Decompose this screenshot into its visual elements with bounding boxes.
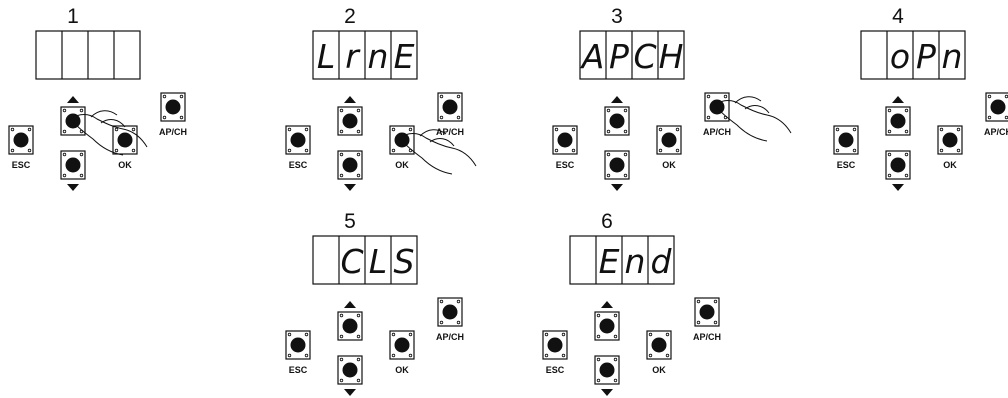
apch-label: AP/CH	[436, 127, 464, 137]
up-arrow-icon	[601, 301, 613, 308]
display	[35, 30, 141, 80]
ok-button[interactable]	[937, 125, 963, 155]
ok-label: OK	[943, 160, 957, 170]
down-arrow-icon	[611, 184, 623, 191]
down-button[interactable]	[60, 150, 86, 180]
display-digit-3: n	[625, 242, 646, 281]
esc-button[interactable]	[542, 330, 568, 360]
esc-label: ESC	[289, 160, 308, 170]
step-number: 5	[344, 210, 356, 233]
display-digit-4: H	[659, 37, 684, 76]
step-number: 4	[892, 5, 904, 28]
down-button[interactable]	[337, 355, 363, 385]
up-button[interactable]	[594, 311, 620, 341]
display-digit-1: A	[580, 37, 605, 76]
down-arrow-icon	[67, 184, 79, 191]
esc-label: ESC	[546, 365, 565, 375]
esc-button[interactable]	[285, 330, 311, 360]
up-arrow-icon	[344, 96, 356, 103]
ok-button[interactable]	[389, 330, 415, 360]
step-number: 3	[611, 5, 623, 28]
up-arrow-icon	[67, 96, 79, 103]
down-arrow-icon	[344, 389, 356, 396]
display-digit-2: P	[609, 37, 629, 76]
down-arrow-icon	[344, 184, 356, 191]
esc-button[interactable]	[8, 125, 34, 155]
apch-label: AP/CH	[703, 127, 731, 137]
apch-label: AP/CH	[984, 127, 1008, 137]
display-digit-2: C	[340, 242, 363, 281]
down-arrow-icon	[601, 389, 613, 396]
esc-label: ESC	[289, 365, 308, 375]
display-digit-2: o	[890, 37, 910, 76]
down-button[interactable]	[337, 150, 363, 180]
ok-label: OK	[395, 160, 409, 170]
esc-button[interactable]	[285, 125, 311, 155]
display-digit-4: E	[394, 37, 415, 76]
apch-button[interactable]	[694, 297, 720, 327]
up-button[interactable]	[604, 106, 630, 136]
esc-label: ESC	[556, 160, 575, 170]
apch-button[interactable]	[437, 297, 463, 327]
display-digit-2: r	[345, 37, 361, 76]
apch-label: AP/CH	[436, 332, 464, 342]
display-digit-3: L	[369, 242, 387, 281]
ok-button[interactable]	[646, 330, 672, 360]
esc-label: ESC	[837, 160, 856, 170]
down-button[interactable]	[604, 150, 630, 180]
esc-button[interactable]	[833, 125, 859, 155]
ok-button[interactable]	[112, 125, 138, 155]
apch-label: AP/CH	[693, 332, 721, 342]
down-arrow-icon	[892, 184, 904, 191]
display-digit-3: n	[368, 37, 389, 76]
up-button[interactable]	[337, 106, 363, 136]
display-digit-4: S	[394, 242, 415, 281]
ok-label: OK	[662, 160, 676, 170]
up-button[interactable]	[885, 106, 911, 136]
ok-label: OK	[118, 160, 132, 170]
step-number: 1	[67, 5, 79, 28]
display-digit-4: d	[651, 242, 673, 281]
up-arrow-icon	[344, 301, 356, 308]
ok-label: OK	[395, 365, 409, 375]
ok-label: OK	[652, 365, 666, 375]
down-button[interactable]	[594, 355, 620, 385]
esc-label: ESC	[12, 160, 31, 170]
display-digit-3: P	[916, 37, 936, 76]
ok-button[interactable]	[656, 125, 682, 155]
step-number: 6	[601, 210, 613, 233]
down-button[interactable]	[885, 150, 911, 180]
apch-button[interactable]	[437, 92, 463, 122]
step-number: 2	[344, 5, 356, 28]
up-arrow-icon	[611, 96, 623, 103]
up-button[interactable]	[337, 311, 363, 341]
apch-label: AP/CH	[159, 127, 187, 137]
esc-button[interactable]	[552, 125, 578, 155]
display-digit-2: E	[599, 242, 620, 281]
display-digit-4: n	[942, 37, 963, 76]
display-digit-3: C	[633, 37, 656, 76]
display-digit-1: L	[317, 37, 335, 76]
apch-button[interactable]	[985, 92, 1008, 122]
up-arrow-icon	[892, 96, 904, 103]
apch-button[interactable]	[160, 92, 186, 122]
